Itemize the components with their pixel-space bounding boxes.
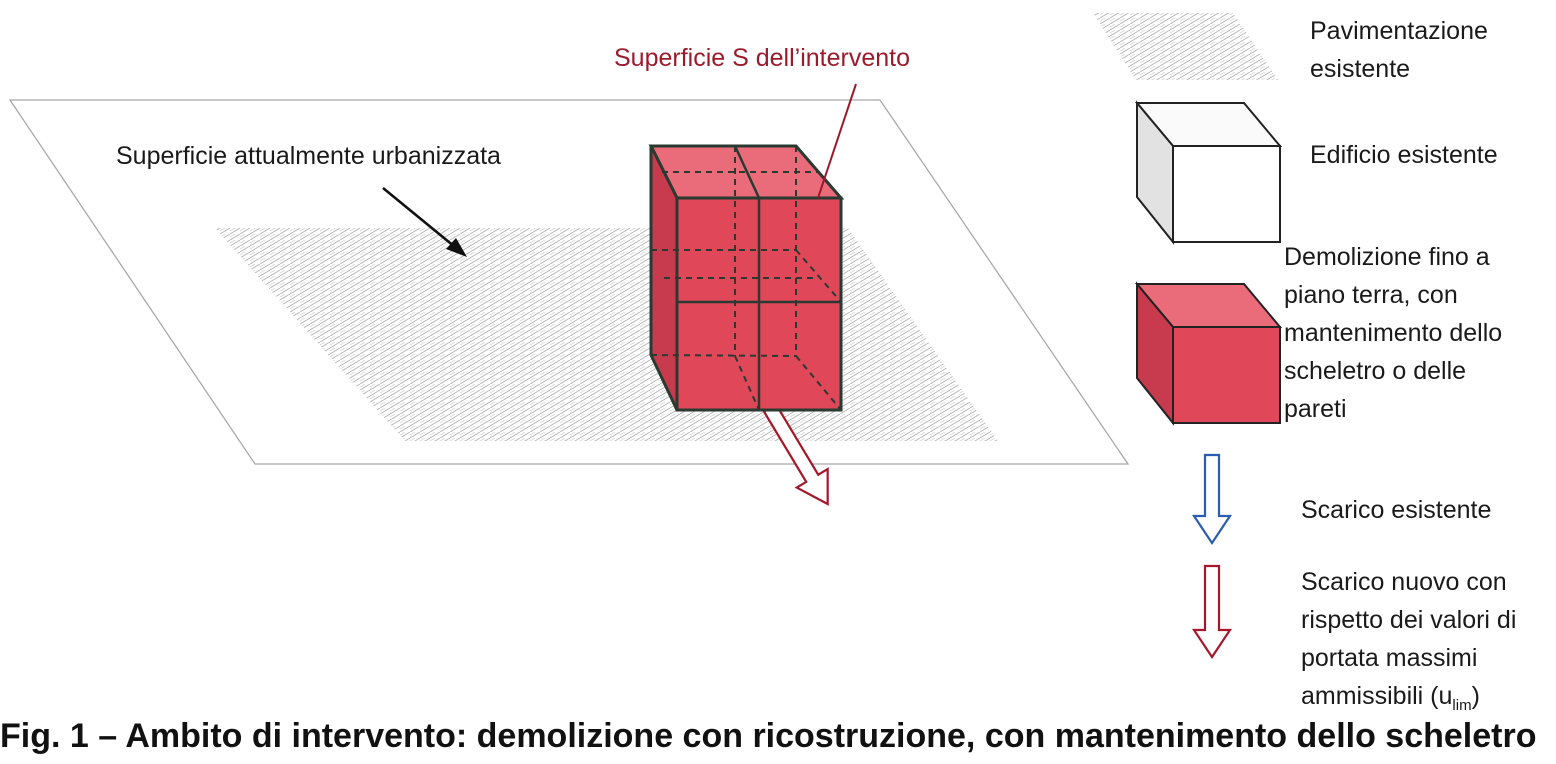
legend-subscript: lim bbox=[1452, 697, 1472, 714]
legend-new-drain-text: Scarico nuovo con rispetto dei valori di… bbox=[1301, 563, 1516, 725]
urbanized-callout-arrow bbox=[382, 186, 467, 257]
legend-line: scheletro o delle bbox=[1284, 357, 1467, 385]
legend-line: Scarico esistente bbox=[1301, 496, 1492, 524]
bottom-caption-partial: Fig. 1 – Ambito di intervento: demolizio… bbox=[0, 717, 1537, 755]
legend-line: Scarico nuovo con bbox=[1301, 568, 1507, 596]
legend-line: portata massimi bbox=[1301, 644, 1478, 672]
legend-line: Edificio esistente bbox=[1310, 141, 1498, 169]
legend-line: Demolizione fino a bbox=[1284, 243, 1490, 271]
white-cube-icon bbox=[1134, 100, 1283, 245]
legend-demolition-text: Demolizione fino a piano terra, con mant… bbox=[1284, 238, 1502, 428]
blue-down-arrow-icon bbox=[1191, 453, 1233, 545]
hatched-pavement-icon bbox=[1093, 13, 1278, 80]
legend-line: esistente bbox=[1310, 55, 1411, 83]
intervention-callout-line bbox=[817, 83, 857, 199]
legend-line: Pavimentazione bbox=[1310, 17, 1488, 45]
legend-line-text: ammissibili (u bbox=[1301, 682, 1453, 710]
urbanized-surface-label: Superficie attualmente urbanizzata bbox=[116, 142, 501, 170]
legend-building-text: Edificio esistente bbox=[1310, 136, 1498, 174]
demolition-cube bbox=[648, 144, 845, 412]
legend-pavement-text: Pavimentazione esistente bbox=[1310, 12, 1488, 88]
red-down-arrow-icon bbox=[1191, 564, 1233, 659]
legend-existing-drain-text: Scarico esistente bbox=[1301, 491, 1491, 529]
diagram-canvas bbox=[8, 13, 1283, 659]
intervention-surface-label: Superficie S dell’intervento bbox=[614, 44, 910, 72]
red-cube-icon bbox=[1134, 281, 1283, 426]
legend-line: pareti bbox=[1284, 395, 1347, 423]
legend-line: piano terra, con bbox=[1284, 281, 1458, 309]
new-drain-arrow bbox=[762, 402, 829, 506]
legend-line: mantenimento dello bbox=[1284, 319, 1503, 347]
legend-line-last: ammissibili (ulim) bbox=[1301, 677, 1516, 725]
legend-line-suffix: ) bbox=[1471, 682, 1480, 710]
legend-line: rispetto dei valori di bbox=[1301, 606, 1517, 634]
